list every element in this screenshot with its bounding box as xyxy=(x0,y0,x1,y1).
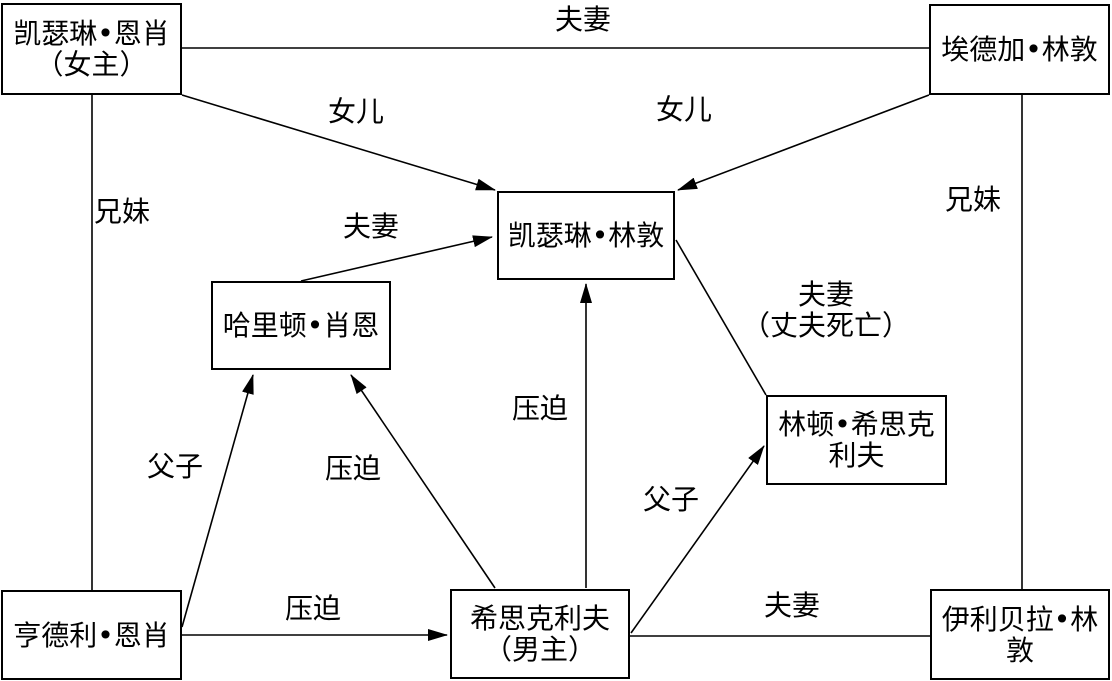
edge-daughter-right xyxy=(677,94,930,191)
node-heathcliff-line2: （男主） xyxy=(483,633,596,666)
label-father-son-right: 父子 xyxy=(643,483,700,516)
label-spouses-hareton: 夫妻 xyxy=(343,210,400,243)
node-linton-heathcliff-line1: 林顿•希思克 xyxy=(778,408,935,441)
node-heathcliff-line1: 希思克利夫 xyxy=(469,602,610,635)
label-daughter-left: 女儿 xyxy=(328,95,385,128)
node-edgar-linton-line1: 埃德加•林敦 xyxy=(941,33,1098,66)
label-spouses-bottom: 夫妻 xyxy=(764,589,821,622)
label-oppression-mid: 压迫 xyxy=(325,452,382,485)
node-catherine-linton: 凯瑟琳•林敦 xyxy=(497,191,675,280)
node-isabella-linton: 伊利贝拉•林 敦 xyxy=(930,589,1110,680)
node-hareton: 哈里顿•肖恩 xyxy=(211,281,391,370)
node-linton-heathcliff-line2: 利夫 xyxy=(828,439,885,472)
node-edgar-linton: 埃德加•林敦 xyxy=(929,4,1110,95)
label-spouses-widow: 夫妻 （丈夫死亡） xyxy=(738,279,914,341)
label-siblings-right: 兄妹 xyxy=(945,183,1002,216)
node-catherine-earnshaw-line1: 凯瑟琳•恩肖 xyxy=(13,17,170,50)
node-hindley-earnshaw-line1: 亨德利•恩肖 xyxy=(13,618,170,652)
node-linton-heathcliff: 林顿•希思克 利夫 xyxy=(766,395,947,485)
node-catherine-earnshaw: 凯瑟琳•恩肖 （女主） xyxy=(1,3,182,95)
node-isabella-linton-line2: 敦 xyxy=(1005,633,1034,667)
label-daughter-right: 女儿 xyxy=(656,93,713,126)
node-isabella-linton-line1: 伊利贝拉•林 xyxy=(941,602,1099,636)
label-oppression-bottom: 压迫 xyxy=(285,592,342,625)
label-spouses-widow-line1: 夫妻 xyxy=(797,278,854,311)
edge-spouses-widow xyxy=(675,239,767,396)
node-catherine-earnshaw-line2: （女主） xyxy=(35,48,148,81)
label-spouses-widow-line2: （丈夫死亡） xyxy=(741,309,910,342)
edge-father-son-right xyxy=(630,445,765,634)
edge-daughter-left xyxy=(181,94,496,191)
label-siblings-left: 兄妹 xyxy=(94,195,151,228)
edge-spouses-hareton xyxy=(300,235,493,282)
node-hindley-earnshaw: 亨德利•恩肖 xyxy=(1,590,182,680)
edge-father-son-left xyxy=(181,374,254,628)
node-heathcliff: 希思克利夫 （男主） xyxy=(450,589,630,679)
label-spouses-top: 夫妻 xyxy=(555,3,612,36)
node-catherine-linton-line1: 凯瑟琳•林敦 xyxy=(507,219,665,252)
node-hareton-line1: 哈里顿•肖恩 xyxy=(222,309,380,342)
label-oppression-center: 压迫 xyxy=(512,392,569,425)
edge-oppression-mid xyxy=(350,374,496,589)
label-father-son-left: 父子 xyxy=(147,450,204,483)
